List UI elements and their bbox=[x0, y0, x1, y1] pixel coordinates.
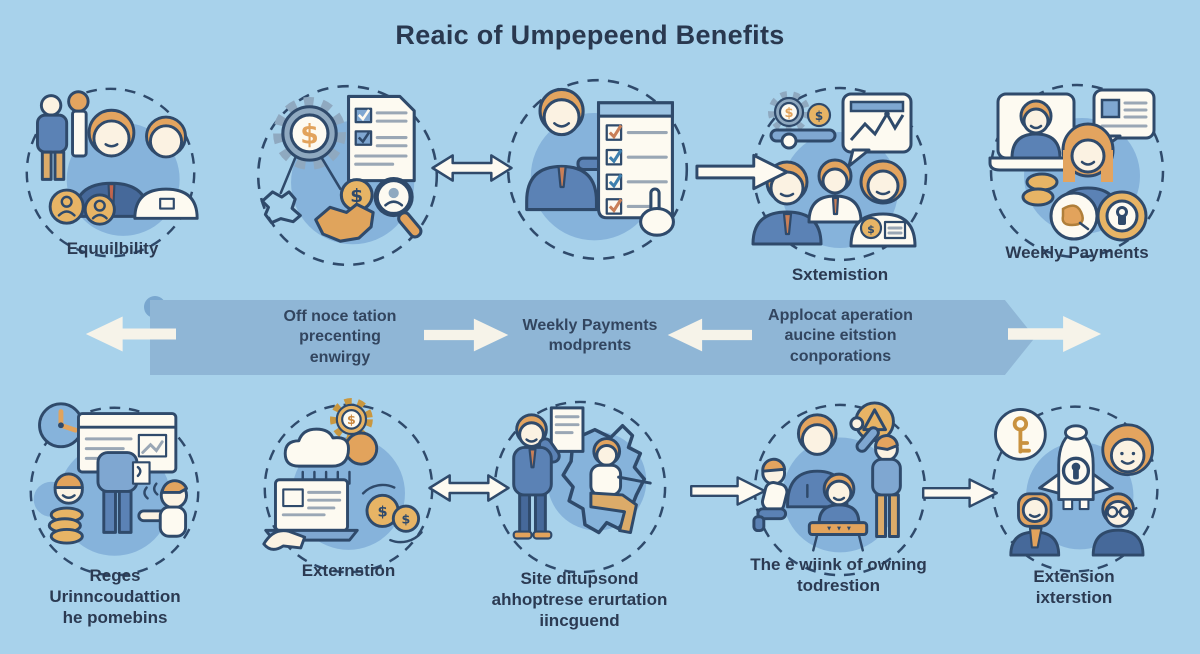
cluster-extension: Extension ixterstion bbox=[984, 398, 1166, 607]
key-bubble-icon bbox=[994, 408, 1047, 461]
slider-icon bbox=[769, 128, 837, 150]
svg-text:$: $ bbox=[347, 412, 356, 427]
cluster-site-disposition: Site ditupsond ahhoptrese erurtation iin… bbox=[486, 396, 674, 630]
page-title: Reaic of Umpepeend Benefits bbox=[395, 20, 785, 50]
registration-illustration bbox=[29, 402, 200, 577]
hand-icon bbox=[262, 529, 307, 551]
advisor-people-icon bbox=[36, 90, 90, 181]
ribbon-left-arrow bbox=[85, 316, 176, 352]
kid-coins-icon bbox=[33, 472, 84, 545]
clock-icon bbox=[38, 402, 84, 449]
document-bubble-icon bbox=[1092, 88, 1156, 152]
family-illustration bbox=[752, 401, 927, 577]
businessman-bust-icon bbox=[751, 160, 823, 246]
cluster-label: Extension ixterstion bbox=[1033, 567, 1115, 608]
dollar-gear-icon: $ bbox=[273, 96, 346, 195]
double-arrow bbox=[428, 474, 510, 502]
dollar-coin-icon: $ bbox=[339, 178, 374, 212]
double-arrow bbox=[431, 154, 513, 182]
cluster-label: Equuilbility bbox=[66, 239, 159, 258]
lock-coin-icon bbox=[1096, 190, 1148, 242]
ribbon-left-arrow bbox=[667, 318, 752, 352]
rain-cloud-icon bbox=[283, 427, 379, 485]
kneeling-child-icon bbox=[752, 457, 789, 533]
cluster-eligibility: Equuilbility bbox=[18, 82, 203, 267]
pointing-hand-icon bbox=[639, 187, 675, 237]
glasses-person-bust-icon bbox=[1091, 492, 1145, 557]
group-review-illustration: $ $ bbox=[751, 86, 928, 262]
cluster-extension-cloud: $ $ $ Externs bbox=[256, 396, 441, 581]
eligibility-illustration bbox=[25, 87, 199, 258]
dollar-coin-icon: $ bbox=[806, 102, 832, 128]
weekly-payments-illustration bbox=[988, 83, 1165, 259]
scarf-woman-bust-icon bbox=[1009, 492, 1061, 557]
svg-text:$: $ bbox=[350, 186, 363, 207]
right-arrow bbox=[922, 478, 998, 508]
woman-face-icon bbox=[1101, 423, 1155, 477]
cluster-checklist bbox=[500, 72, 695, 267]
ribbon-right-arrow bbox=[1008, 315, 1102, 353]
woman-coin-bust-icon: $ bbox=[849, 159, 917, 248]
svg-text:$: $ bbox=[300, 120, 319, 151]
claims-review-illustration: $ $ bbox=[256, 84, 439, 267]
svg-text:$: $ bbox=[378, 504, 388, 521]
dashed-circle bbox=[991, 405, 1159, 573]
right-arrow bbox=[695, 153, 789, 191]
person-coin-icon bbox=[48, 188, 116, 226]
checklist-illustration bbox=[506, 78, 689, 261]
dashed-circle bbox=[29, 406, 200, 577]
cluster-label: Weekly Payments bbox=[1005, 243, 1149, 262]
ribbon-right-arrow bbox=[424, 318, 509, 352]
cluster-claims-review: $ $ bbox=[250, 78, 445, 273]
svg-text:$: $ bbox=[815, 109, 823, 123]
waving-kid-icon bbox=[137, 479, 189, 538]
alaska-map-icon bbox=[260, 190, 302, 225]
cluster-label: Sxtemistion bbox=[791, 265, 889, 284]
state-map-icon bbox=[314, 202, 375, 243]
parent-raising-arm-icon bbox=[849, 416, 902, 538]
rocket-lock-icon bbox=[1038, 424, 1114, 511]
cluster-group-review: $ $ bbox=[745, 82, 935, 284]
cluster-weekly-payments: Weekly Payments bbox=[982, 76, 1172, 266]
dashed-circle bbox=[256, 84, 439, 267]
coworker-bust-icon bbox=[807, 158, 863, 224]
cluster-label: The e wiink of owning todrestion bbox=[750, 555, 927, 596]
money-circle-icon bbox=[1049, 191, 1099, 241]
svg-text:$: $ bbox=[784, 106, 793, 121]
flow-ribbon bbox=[150, 300, 1035, 375]
extension-illustration bbox=[991, 405, 1159, 573]
dollar-gear-icon: $ bbox=[768, 91, 810, 133]
checklist-document-icon bbox=[346, 94, 416, 183]
cluster-family: The e wiink of owning todrestion bbox=[746, 396, 934, 595]
seated-claimant-icon bbox=[589, 437, 652, 535]
ribbon-segment-2: Weekly Payments modprents bbox=[522, 317, 658, 355]
dashed-circle bbox=[506, 78, 689, 261]
ribbon-segment-3: Applocat aperation aucine eitstion conpo… bbox=[768, 307, 913, 365]
magnifier-person-icon bbox=[373, 177, 423, 239]
coin-stack-icon bbox=[1021, 172, 1059, 207]
cluster-label: Site ditupsond ahhoptrese erurtation iin… bbox=[491, 569, 668, 631]
jobseeker-figure-icon bbox=[96, 451, 151, 534]
ribbon-segment-1: Off noce tation precenting enwirgy bbox=[283, 308, 397, 366]
svg-text:$: $ bbox=[867, 223, 875, 236]
child-at-desk-icon bbox=[807, 472, 869, 552]
checklist-panel-icon bbox=[596, 101, 674, 220]
employee-bust-icon bbox=[133, 115, 199, 220]
caseworker-doc-icon bbox=[512, 406, 585, 540]
chart-bubble-icon bbox=[841, 92, 913, 168]
right-arrow bbox=[690, 476, 766, 506]
dashed-circle bbox=[989, 83, 1165, 259]
cluster-registration: Reges Urinncoudattion he pomebins bbox=[22, 398, 207, 627]
svg-text:$: $ bbox=[402, 512, 411, 527]
extension-cloud-illustration: $ $ $ bbox=[262, 397, 434, 574]
cluster-label: Reges Urinncoudattion he pomebins bbox=[49, 566, 181, 628]
cluster-label: Externstion bbox=[301, 561, 396, 580]
coins-exchange-icon: $ $ bbox=[361, 483, 423, 544]
site-disposition-illustration bbox=[493, 400, 667, 574]
